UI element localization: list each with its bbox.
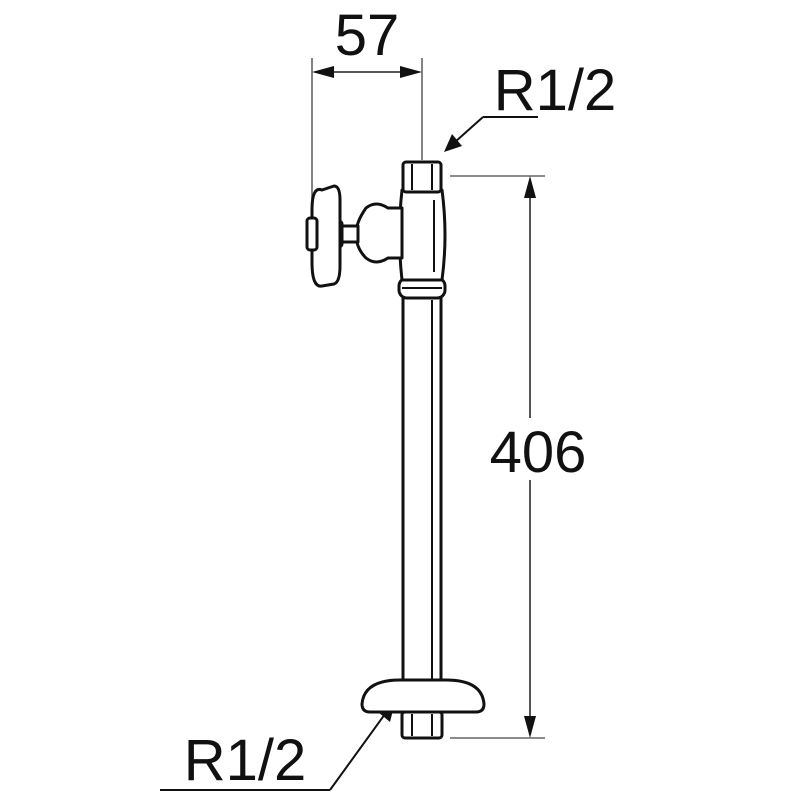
bottom-nut	[400, 710, 444, 740]
top-thread-label: R1/2	[494, 58, 617, 123]
top-thread-callout: R1/2	[444, 58, 616, 152]
height-label: 406	[490, 420, 587, 485]
valve-bonnet	[354, 202, 404, 264]
handle-wheel	[310, 184, 342, 288]
vertical-pipe	[401, 293, 443, 697]
height-arrow-bottom	[524, 716, 536, 738]
valve-assembly	[305, 160, 486, 740]
valve-body	[398, 188, 447, 282]
bottom-leader-diagonal	[329, 713, 386, 791]
width-label: 57	[335, 3, 400, 68]
handle-cap	[305, 216, 319, 252]
width-dimension: 57	[311, 3, 423, 215]
height-label-backing	[486, 418, 590, 480]
top-leader-diagonal	[454, 116, 484, 143]
height-arrow-top	[524, 176, 536, 198]
escutcheon-flange	[360, 678, 486, 714]
bottom-thread-callout: R1/2	[160, 702, 395, 793]
width-arrow-left	[312, 66, 334, 78]
top-nut	[401, 160, 443, 194]
bottom-thread-label: R1/2	[184, 728, 307, 793]
width-arrow-right	[400, 66, 422, 78]
top-leader-arrow	[444, 134, 462, 152]
height-dimension: 406	[450, 175, 590, 739]
